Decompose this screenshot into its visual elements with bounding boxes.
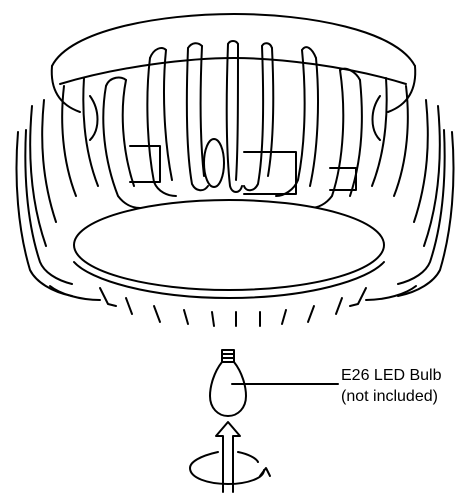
screw-in-rotate-arrow-icon [189,421,271,493]
diffuser-plate [73,199,385,299]
bottom-fins [49,285,417,327]
bulb-sockets [89,95,381,195]
edison-bulb-icon [209,349,247,417]
bulb-callout-label: E26 LED Bulb (not included) [341,365,467,407]
bulb-callout-line2: (not included) [341,388,438,405]
cage-bars [15,40,455,297]
bulb-callout-line1: E26 LED Bulb [341,367,442,384]
